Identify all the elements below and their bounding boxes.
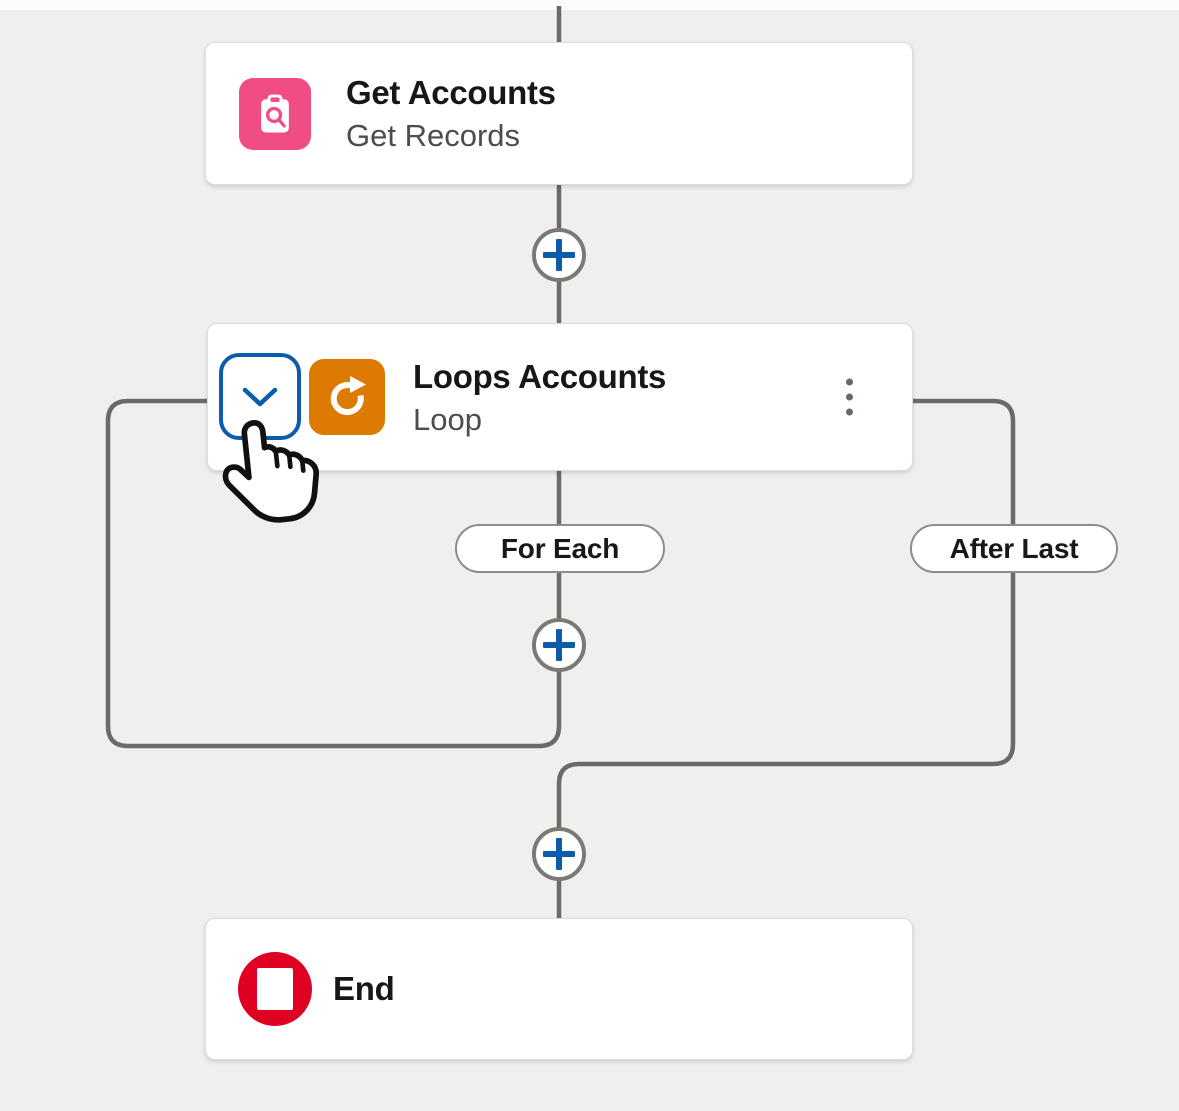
node-title: End bbox=[333, 970, 395, 1007]
node-subtitle: Loop bbox=[413, 401, 482, 437]
add-element-button[interactable] bbox=[532, 827, 586, 881]
node-title: Get Accounts bbox=[346, 74, 556, 111]
chevron-down-icon bbox=[242, 387, 278, 406]
add-element-button[interactable] bbox=[532, 618, 586, 672]
node-actions-menu-button[interactable] bbox=[840, 373, 859, 422]
get-accounts-node[interactable]: Get Accounts Get Records bbox=[205, 42, 913, 185]
connector-for-each-loopback bbox=[105, 398, 562, 749]
connector-after-last-merge bbox=[556, 398, 1016, 920]
after-last-branch-label: After Last bbox=[910, 524, 1118, 573]
end-stop-icon bbox=[238, 952, 312, 1026]
kebab-menu-icon bbox=[846, 378, 853, 386]
loop-icon bbox=[309, 359, 385, 435]
node-title: Loops Accounts bbox=[413, 357, 667, 395]
end-node[interactable]: End bbox=[205, 918, 913, 1060]
add-element-button[interactable] bbox=[532, 228, 586, 282]
loop-node[interactable]: Loops Accounts Loop bbox=[207, 323, 913, 471]
hand-pointer-cursor bbox=[222, 420, 319, 523]
top-edge-strip bbox=[0, 0, 1179, 11]
node-subtitle: Get Records bbox=[346, 118, 521, 153]
for-each-branch-label: For Each bbox=[455, 524, 665, 573]
get-records-icon bbox=[239, 77, 311, 150]
